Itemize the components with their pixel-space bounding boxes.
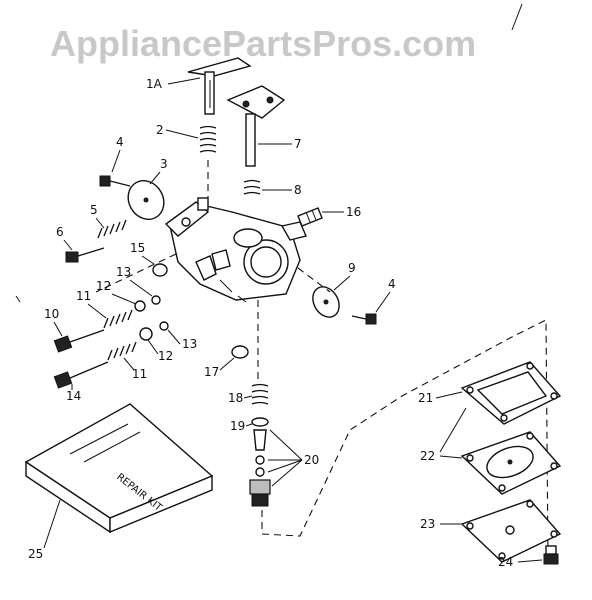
part-10-needle bbox=[53, 329, 105, 353]
callout-13b: 13 bbox=[182, 337, 197, 351]
callout-8: 8 bbox=[294, 183, 302, 197]
callout-23: 23 bbox=[420, 517, 435, 531]
callout-4a: 4 bbox=[116, 135, 124, 149]
part-11-lower-spring bbox=[107, 341, 137, 361]
leader-20a bbox=[269, 429, 303, 461]
callout-25: 25 bbox=[28, 547, 43, 561]
callout-6: 6 bbox=[56, 225, 64, 239]
part-13-lower bbox=[159, 321, 169, 331]
leader-11b bbox=[123, 357, 135, 371]
callout-19: 19 bbox=[230, 419, 245, 433]
callout-20: 20 bbox=[304, 453, 319, 467]
leader-20c bbox=[267, 459, 303, 473]
callout-5: 5 bbox=[90, 203, 98, 217]
part-20-needle-seat bbox=[249, 429, 271, 507]
callout-11b: 11 bbox=[132, 367, 147, 381]
align-line-left bbox=[95, 253, 177, 293]
part-15-welch-plug bbox=[152, 263, 168, 277]
leader-24 bbox=[517, 559, 543, 563]
leader-20d bbox=[271, 459, 303, 487]
leader-25 bbox=[43, 499, 61, 549]
callout-10: 10 bbox=[44, 307, 59, 321]
leader-18 bbox=[243, 395, 253, 399]
callout-3: 3 bbox=[160, 157, 168, 171]
leader-12b bbox=[147, 339, 159, 355]
leader-9 bbox=[333, 275, 351, 291]
callout-15: 15 bbox=[130, 241, 145, 255]
stray-mark bbox=[15, 295, 21, 303]
part-13-upper bbox=[151, 295, 161, 305]
callout-12a: 12 bbox=[96, 279, 111, 293]
part-18-spring bbox=[251, 383, 269, 405]
leader-13b bbox=[167, 329, 181, 345]
callout-18: 18 bbox=[228, 391, 243, 405]
leader-1a bbox=[167, 77, 201, 85]
part-9-choke-plate bbox=[312, 286, 340, 318]
part-23-cover bbox=[460, 499, 562, 563]
part-12-upper bbox=[134, 300, 146, 312]
part-19-washer bbox=[251, 417, 269, 427]
part-17-plug bbox=[231, 345, 249, 359]
watermark: AppliancePartsPros.com bbox=[50, 23, 476, 64]
callout-1a: 1A bbox=[146, 77, 163, 91]
part-3-throttle-plate bbox=[127, 180, 165, 220]
leader-3 bbox=[149, 171, 161, 185]
leader-5 bbox=[95, 217, 105, 229]
part-1a-throttle-shaft bbox=[187, 57, 252, 115]
connector-dashed bbox=[261, 319, 549, 561]
leader-10 bbox=[53, 321, 63, 337]
callout-16: 16 bbox=[346, 205, 361, 219]
callout-13a: 13 bbox=[116, 265, 131, 279]
leader-2 bbox=[165, 129, 199, 139]
part-11-upper-spring bbox=[103, 309, 133, 329]
part-7-choke-shaft bbox=[226, 85, 286, 167]
callout-21: 21 bbox=[418, 391, 433, 405]
leader-11a bbox=[87, 303, 107, 319]
callout-22: 22 bbox=[420, 449, 435, 463]
leader-4b bbox=[375, 291, 391, 313]
part-16-fuel-inlet bbox=[297, 207, 323, 227]
corner-mark bbox=[511, 3, 523, 31]
leader-19 bbox=[245, 423, 253, 427]
leader-22b bbox=[439, 455, 463, 459]
callout-24: 24 bbox=[498, 555, 513, 569]
leader-22a bbox=[439, 407, 467, 453]
part-21-gasket bbox=[460, 361, 562, 425]
part-8-spring bbox=[243, 179, 261, 195]
callout-14: 14 bbox=[66, 389, 81, 403]
callout-12b: 12 bbox=[158, 349, 173, 363]
carburetor-body bbox=[164, 197, 307, 303]
align-line-right bbox=[297, 267, 331, 293]
part-24-screw bbox=[543, 545, 559, 565]
part-4-screw-right bbox=[351, 313, 377, 325]
leader-21 bbox=[435, 391, 463, 399]
callout-17: 17 bbox=[204, 365, 219, 379]
part-5-spring bbox=[97, 219, 127, 239]
leader-17 bbox=[219, 357, 235, 371]
callout-7: 7 bbox=[294, 137, 302, 151]
part-22-diaphragm bbox=[460, 431, 562, 495]
leader-6 bbox=[63, 239, 73, 251]
part-25-repair-kit: REPAIR KIT bbox=[24, 403, 214, 534]
leader-12a bbox=[111, 293, 137, 305]
leader-4a bbox=[111, 149, 121, 173]
part-12-lower bbox=[139, 327, 153, 341]
callout-11a: 11 bbox=[76, 289, 91, 303]
callout-4b: 4 bbox=[388, 277, 396, 291]
callout-2: 2 bbox=[156, 123, 164, 137]
leader-13a bbox=[129, 279, 153, 297]
part-2-spring bbox=[199, 125, 217, 200]
leader-15 bbox=[141, 255, 155, 265]
part-14-needle bbox=[53, 361, 109, 389]
callout-9: 9 bbox=[348, 261, 356, 275]
part-4-screw-left bbox=[99, 175, 131, 187]
part-6-idle-screw bbox=[65, 247, 105, 263]
